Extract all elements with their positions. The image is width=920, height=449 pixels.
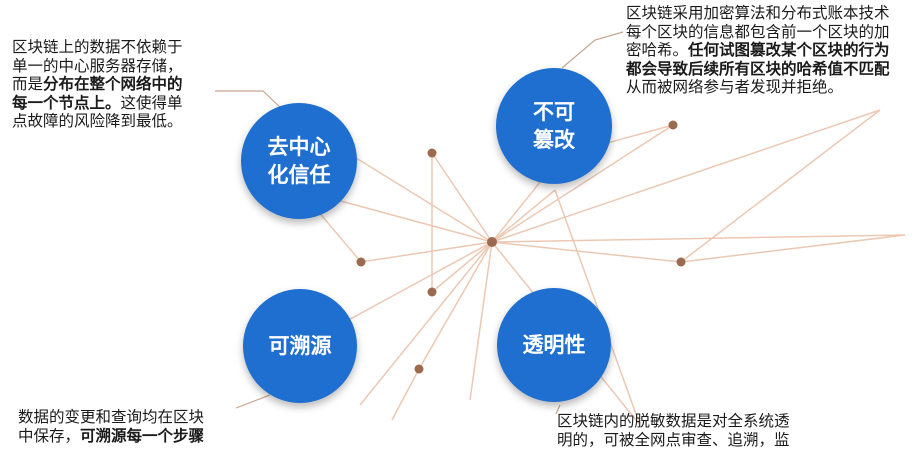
note-decentralized: 区块链上的数据不依赖于 单一的中心服务器存储， 而是分布在整个网络中的 每一个节… — [12, 38, 183, 130]
note-transparent: 区块链内的脱敏数据是对全系统透 明的，可被全网点审查、追溯，监 — [557, 412, 790, 449]
note-tamper-proof: 区块链采用加密算法和分布式账本技术 每个区块的信息都包含前一个区块的加 密哈希。… — [626, 4, 890, 96]
network-line — [680, 109, 881, 263]
network-line — [491, 124, 674, 243]
network-line — [359, 241, 493, 406]
note-traceable: 数据的变更和查询均在区块 中保存，可溯源每一个步骤 — [18, 408, 205, 445]
network-line — [491, 189, 556, 243]
network-line — [329, 241, 493, 331]
network-line — [491, 234, 906, 243]
leader-line — [561, 31, 624, 69]
leader-lines — [215, 31, 624, 415]
network-line — [680, 234, 906, 263]
network-dot — [676, 257, 686, 267]
network-line — [599, 124, 674, 146]
network-dot — [668, 120, 678, 130]
leader-line — [555, 404, 561, 415]
node-traceable: 可溯源 — [243, 289, 357, 403]
network-dot — [427, 148, 437, 158]
hub-dot — [487, 237, 497, 247]
network-lines — [299, 109, 906, 426]
network-line — [391, 368, 420, 421]
network-line — [491, 241, 682, 263]
network-line — [360, 241, 493, 263]
node-decentralized: 去中心化信任 — [241, 103, 357, 219]
network-line — [334, 144, 493, 243]
leader-line — [215, 90, 284, 111]
node-transparent: 透明性 — [497, 288, 611, 402]
node-tamper-proof: 不可篡改 — [496, 68, 612, 184]
network-dot — [356, 257, 366, 267]
leader-line — [235, 394, 271, 409]
network-line — [431, 152, 493, 243]
network-line — [431, 241, 493, 293]
network-canvas — [215, 31, 906, 426]
network-dots — [356, 120, 686, 374]
network-line — [418, 241, 493, 370]
network-dot — [427, 287, 437, 297]
network-dot — [414, 364, 424, 374]
network-line — [491, 109, 881, 243]
network-line — [469, 241, 493, 401]
